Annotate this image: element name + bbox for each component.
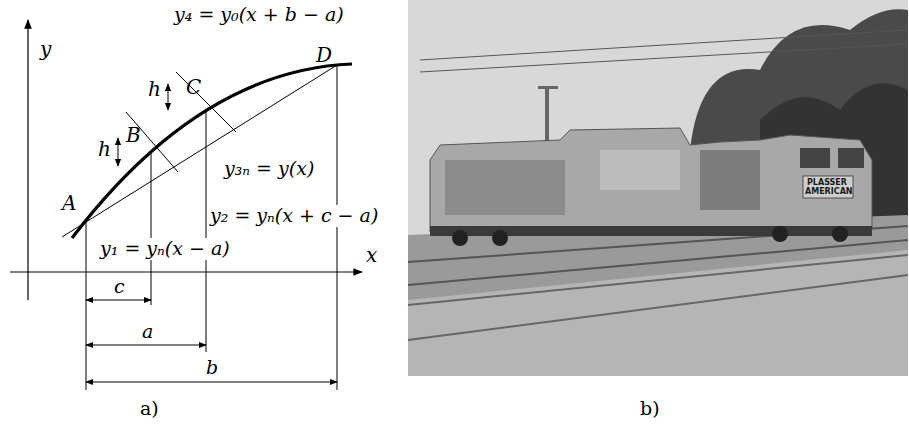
ordinate-line [151, 152, 152, 305]
ordinate-line [206, 110, 207, 352]
dimension-line [86, 345, 206, 346]
dimension-line [86, 300, 151, 301]
dimension-line [86, 382, 337, 383]
figure-label: y₃ₙ = y(x) [222, 158, 316, 180]
panel-label: b) [640, 398, 660, 420]
offset-line [176, 72, 236, 132]
figure-label: y₁ = yₙ(x − a) [98, 238, 232, 260]
figure-label: x [366, 244, 377, 267]
figure-label: c [112, 276, 127, 298]
x-axis [10, 271, 362, 272]
h-arrow [118, 138, 119, 166]
ordinate-line [337, 65, 338, 390]
figure-label: C [186, 76, 201, 99]
figure-label: y₂ = yₙ(x + c − a) [208, 205, 380, 227]
figure-label: D [316, 44, 332, 67]
figure-label: y [40, 38, 51, 61]
figure-label: y₄ = y₀(x + b − a) [172, 4, 346, 26]
offset-line [126, 112, 178, 172]
figure-label: h [148, 78, 161, 101]
figure-label: A [62, 192, 76, 215]
h-arrow [168, 84, 169, 110]
figure-label: h [98, 138, 111, 161]
figure-label: b [204, 357, 220, 379]
y-axis [27, 20, 28, 300]
figure-label: a [140, 321, 155, 343]
panel-label: a) [140, 398, 159, 420]
nameplate-text: AMERICAN [805, 187, 853, 196]
figure-label: B [126, 124, 141, 147]
photo-illustration [408, 0, 908, 376]
ordinate-line [86, 222, 87, 390]
nameplate-text: PLASSER [807, 178, 847, 187]
